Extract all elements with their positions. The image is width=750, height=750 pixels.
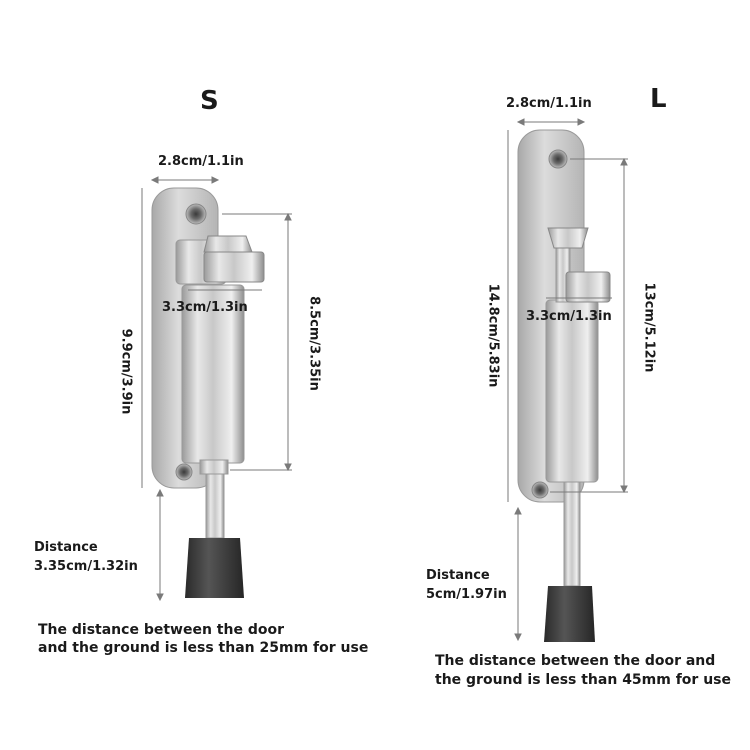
small-usage-note-line1: The distance between the door — [38, 622, 284, 638]
small-dimension-lines — [141, 176, 292, 602]
large-body-height-dimension: 13cm/5.12in — [641, 282, 657, 373]
large-total-height-dimension: 14.8cm/5.83in — [485, 283, 501, 388]
small-total-height-dimension: 9.9cm/3.9in — [118, 328, 134, 415]
small-distance-label: Distance — [34, 540, 98, 555]
large-distance-value: 5cm/1.97in — [426, 587, 507, 602]
size-label-small: S — [200, 86, 219, 116]
large-distance-label: Distance — [426, 568, 490, 583]
large-foot-dimension: 3.3cm/1.3in — [526, 309, 612, 324]
small-body-height-dimension: 8.5cm/3.35in — [306, 296, 322, 391]
large-usage-note-line2: the ground is less than 45mm for use — [435, 672, 732, 688]
small-width-dimension: 2.8cm/1.1in — [158, 154, 244, 169]
small-distance-value: 3.35cm/1.32in — [34, 559, 138, 574]
small-usage-note-line2: and the ground is less than 25mm for use — [38, 640, 369, 656]
size-label-large: L — [650, 84, 667, 114]
large-usage-note-line1: The distance between the door and — [435, 653, 716, 669]
large-stopper — [517, 129, 611, 642]
large-width-dimension: 2.8cm/1.1in — [506, 96, 592, 111]
small-stopper — [151, 187, 265, 598]
large-dimension-lines — [507, 118, 628, 642]
small-foot-dimension: 3.3cm/1.3in — [162, 300, 248, 315]
